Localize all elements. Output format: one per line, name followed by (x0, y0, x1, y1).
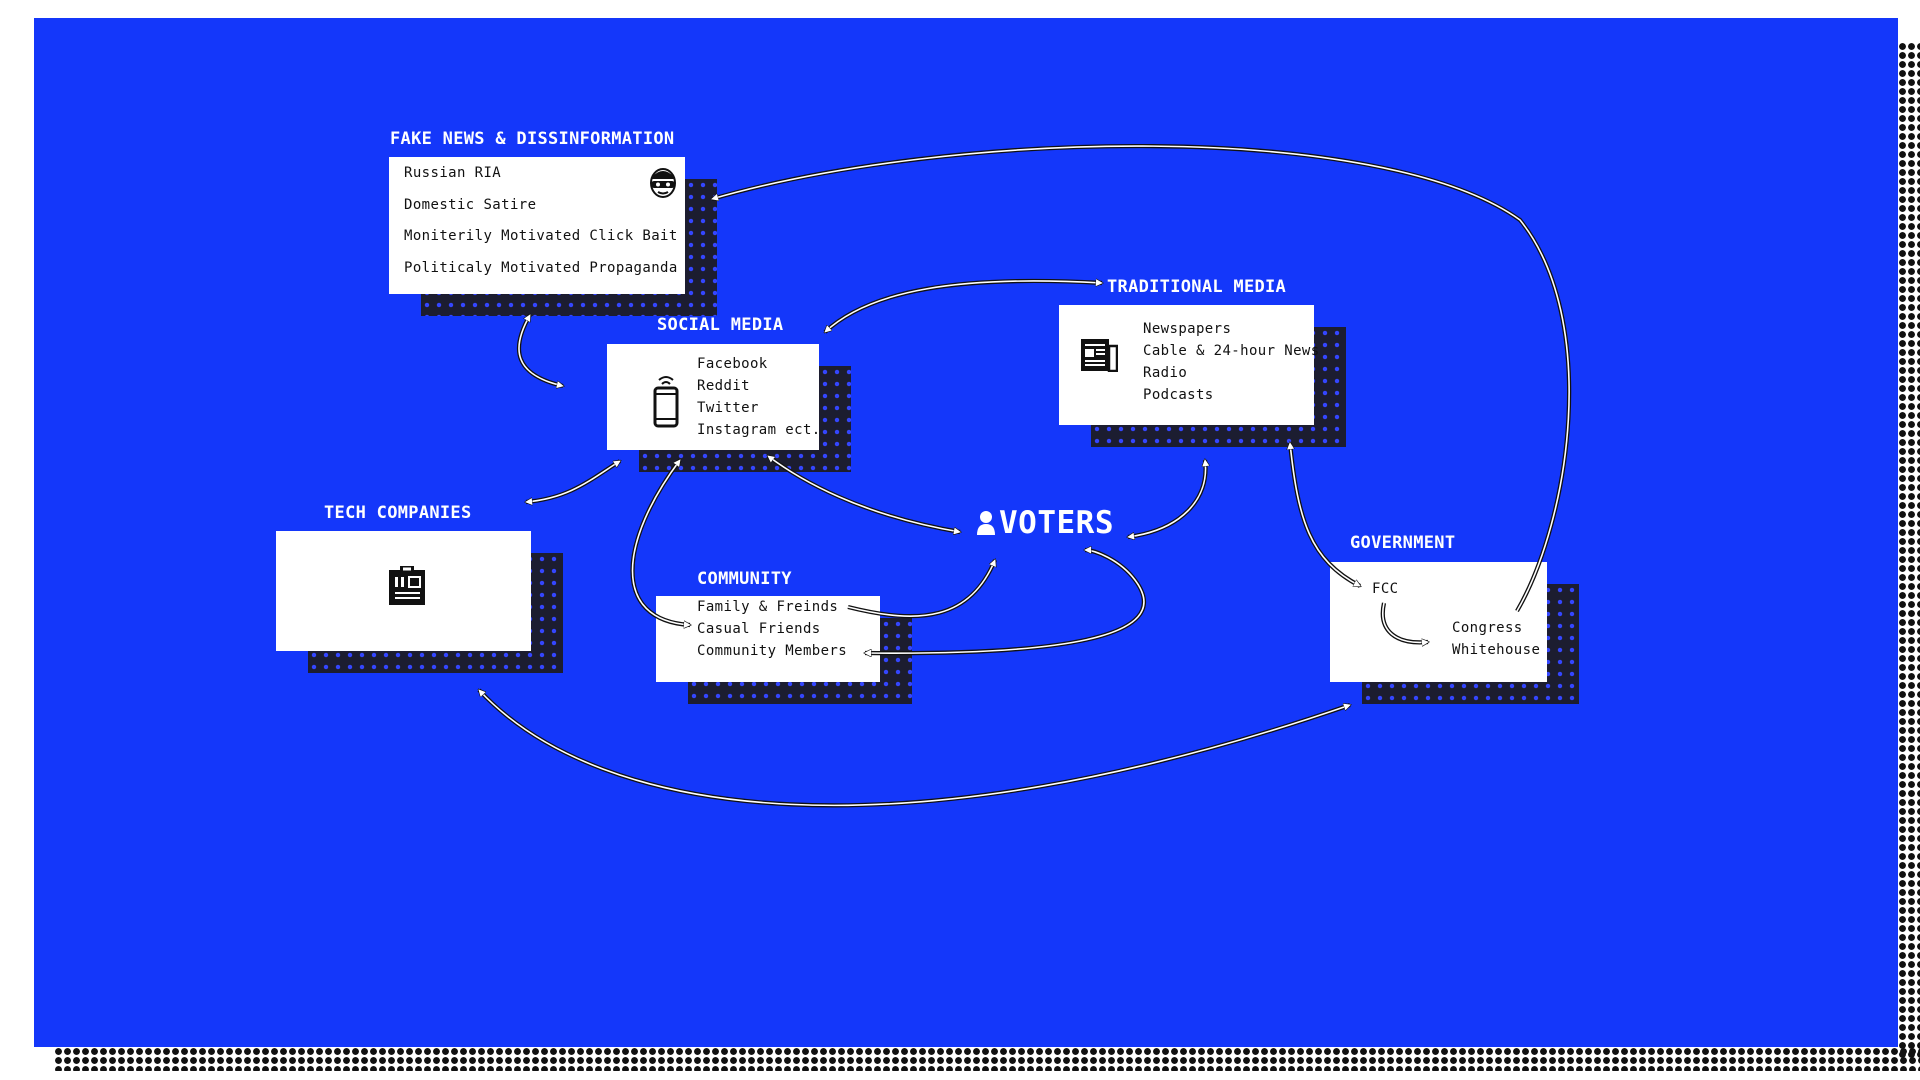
fake-news-item: Russian RIA (404, 165, 502, 181)
community-item: Casual Friends (697, 621, 821, 637)
government-item: Whitehouse (1452, 642, 1541, 658)
social-media-item: Twitter (697, 400, 759, 416)
dot-frame-bottom (54, 1047, 1920, 1071)
government-item: Congress (1452, 620, 1523, 636)
id-badge-icon (389, 566, 425, 605)
voters-label: VOTERS (999, 505, 1114, 541)
smartphone-icon (653, 376, 679, 428)
traditional-media-item: Newspapers (1143, 321, 1232, 337)
government-box (1330, 562, 1547, 682)
fake-news-title: FAKE NEWS & DISSINFORMATION (390, 129, 675, 149)
fake-news-box (389, 157, 685, 294)
social-media-title: SOCIAL MEDIA (657, 315, 784, 335)
person-icon (977, 511, 995, 535)
fake-news-item: Domestic Satire (404, 197, 537, 213)
tech-companies-title: TECH COMPANIES (324, 503, 472, 523)
masked-bandit-icon (650, 168, 676, 198)
dot-frame-right (1898, 42, 1920, 1060)
traditional-media-item: Radio (1143, 365, 1188, 381)
social-media-box (607, 344, 819, 450)
newspaper-icon (1081, 339, 1118, 372)
government-title: GOVERNMENT (1350, 533, 1456, 553)
fake-news-item: Moniterily Motivated Click Bait (404, 228, 678, 244)
community-item: Community Members (697, 643, 848, 659)
social-media-item: Instagram ect. (697, 422, 821, 438)
social-media-item: Reddit (697, 378, 750, 394)
government-item: FCC (1372, 581, 1399, 597)
community-title: COMMUNITY (697, 569, 792, 589)
traditional-media-title: TRADITIONAL MEDIA (1107, 277, 1287, 297)
fake-news-item: Politicaly Motivated Propaganda (404, 260, 678, 276)
community-item: Family & Freinds (697, 599, 839, 615)
traditional-media-item: Podcasts (1143, 387, 1214, 403)
social-media-item: Facebook (697, 356, 768, 372)
voters-center: VOTERS (975, 505, 1114, 541)
community-box (656, 596, 880, 682)
traditional-media-item: Cable & 24-hour News (1143, 343, 1320, 359)
